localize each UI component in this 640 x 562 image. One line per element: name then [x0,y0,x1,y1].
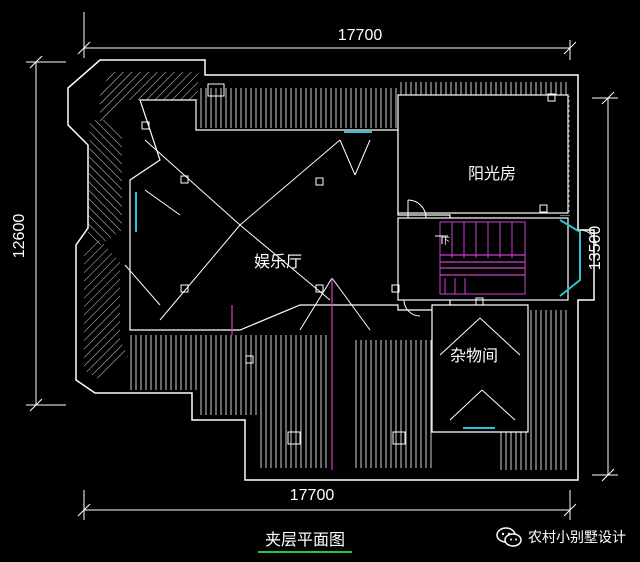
wechat-icon [496,527,522,547]
doors [403,199,597,317]
dimension-left: 12600 [11,214,28,259]
magenta-guides [231,254,525,470]
room-label-sunroom: 阳光房 [468,164,516,183]
bay-window [135,131,581,429]
staircase [439,221,526,295]
ridge-lines [124,139,521,421]
room-label-storage: 杂物间 [450,346,498,365]
stair-direction-label: 下 [441,237,450,247]
dimension-top: 17700 [338,27,383,44]
watermark: 农村小别墅设计 [496,526,626,548]
drawing-title: 夹层平面图 [265,530,345,549]
dimension-right: 13500 [587,226,604,271]
dimension-bottom: 17700 [290,487,335,504]
dimension-lines [26,12,618,520]
room-label-entertainment: 娱乐厅 [254,252,302,271]
roof-outline [67,59,595,481]
column-markers [141,83,556,445]
interior-spaces [129,94,569,433]
watermark-text: 农村小别墅设计 [528,530,626,546]
